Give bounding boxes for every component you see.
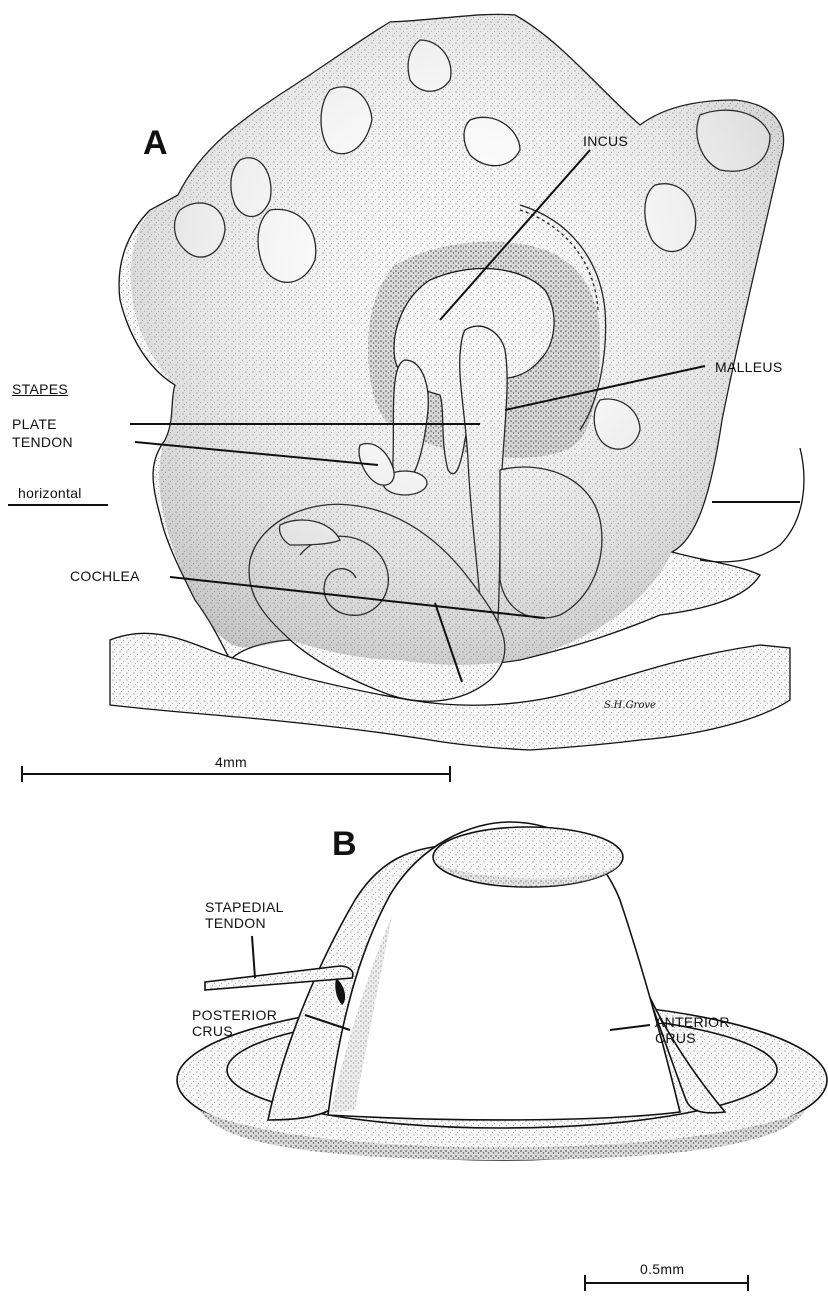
artist-signature: S.H.Grove xyxy=(604,700,656,711)
scale-label-a: 4mm xyxy=(215,755,247,770)
label-cochlea: COCHLEA xyxy=(70,569,140,584)
panel-b-drawing xyxy=(177,822,827,1160)
label-posterior-crus: CRUS xyxy=(192,1024,233,1039)
label-stapedial-tendon: TENDON xyxy=(205,916,266,931)
scale-label-b: 0.5mm xyxy=(640,1262,684,1277)
panel-b-letter: B xyxy=(332,825,357,864)
tendon-leader-b xyxy=(252,936,255,978)
panel-a-letter: A xyxy=(143,124,168,163)
label-anterior-crus: CRUS xyxy=(655,1031,696,1046)
label-anterior: ANTERIOR xyxy=(655,1015,730,1030)
panel-a-drawing xyxy=(110,14,804,750)
label-horizontal: horizontal xyxy=(18,486,82,501)
label-malleus: MALLEUS xyxy=(715,360,782,375)
label-incus: INCUS xyxy=(583,134,628,149)
label-plate: PLATE xyxy=(12,417,57,432)
label-tendon: TENDON xyxy=(12,435,73,450)
scale-bar-b xyxy=(585,1275,748,1291)
label-posterior: POSTERIOR xyxy=(192,1008,277,1023)
label-stapedial: STAPEDIAL xyxy=(205,900,284,915)
label-stapes: STAPES xyxy=(12,382,68,397)
